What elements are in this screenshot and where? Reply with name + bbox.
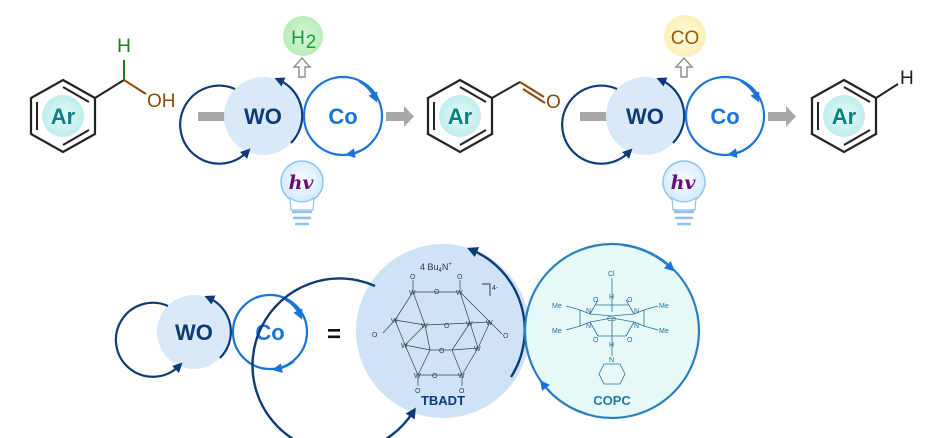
svg-text:O: O: [372, 332, 378, 339]
svg-text:W: W: [486, 320, 493, 327]
co-label-1: Co: [328, 104, 357, 129]
svg-text:W: W: [474, 346, 481, 353]
svg-text:W: W: [401, 343, 408, 350]
ar-label: Ar: [51, 104, 76, 129]
legend-co-cycle: [231, 293, 309, 371]
release-arrow-2: [674, 56, 694, 78]
reaction-arrow-4: [768, 106, 796, 127]
svg-text:W: W: [466, 321, 473, 328]
svg-text:Me: Me: [659, 328, 669, 335]
svg-text:O: O: [627, 337, 633, 344]
copc-label: COPC: [593, 393, 631, 408]
svg-text:O: O: [410, 274, 416, 281]
benzaldehyde: Ar O: [426, 78, 561, 154]
svg-text:H: H: [609, 294, 614, 301]
svg-text:O: O: [459, 388, 465, 395]
legend-wo-label: WO: [175, 320, 213, 345]
svg-text:N: N: [609, 357, 614, 364]
tbadt-charge: 4-: [492, 285, 499, 292]
ar-label: Ar: [448, 104, 473, 129]
light-bulb-icon: hv: [662, 160, 706, 226]
svg-text:O: O: [627, 297, 633, 304]
reaction-arrow-1: [198, 112, 226, 121]
svg-text:W: W: [414, 373, 421, 380]
hv-label-2: hv: [671, 172, 697, 194]
reaction-arrow-3: [580, 112, 608, 121]
co-cycle-2: [684, 75, 766, 157]
equals-sign: =: [327, 321, 341, 348]
benzyl-alcohol: Ar H OH: [29, 36, 176, 154]
svg-text:H: H: [609, 342, 614, 349]
co-gas-label: CO: [671, 28, 700, 49]
copc-atoms: Cl H O O Co N N N N Me Me Me Me O O H N: [552, 271, 669, 364]
tbadt-label: TBADT: [421, 393, 465, 408]
svg-text:O: O: [503, 333, 509, 340]
svg-text:O: O: [439, 348, 445, 355]
dual-catalyst-cycle-1: WO Co H 2 hv: [179, 16, 384, 226]
svg-text:W: W: [391, 318, 398, 325]
hydroxyl-label: OH: [147, 91, 176, 112]
svg-text:Cl: Cl: [608, 271, 615, 278]
tungsten-atoms: W W W W W W W W W W O O O O O O O O O O: [372, 274, 509, 395]
cobaloxime-structure: [565, 278, 659, 385]
release-arrow-1: [292, 56, 312, 78]
legend-wo-cycle: [157, 295, 231, 369]
svg-text:O: O: [434, 289, 440, 296]
svg-text:N: N: [586, 323, 591, 330]
arene-product: Ar H: [810, 68, 914, 154]
hydrogen-label: H: [117, 36, 131, 57]
co-label-2: Co: [710, 104, 739, 129]
svg-text:O: O: [432, 373, 438, 380]
wo-cycle-1: [224, 77, 302, 155]
co-gas-bubble: [664, 15, 706, 57]
svg-text:N: N: [634, 308, 639, 315]
h2-label: H: [291, 28, 305, 49]
h2-subscript: 2: [306, 32, 317, 53]
ar-badge: [823, 95, 865, 137]
svg-text:W: W: [458, 373, 465, 380]
svg-text:O: O: [593, 297, 599, 304]
ar-badge: [439, 95, 481, 137]
svg-text:O: O: [415, 388, 421, 395]
wo-cycle-2: [606, 77, 684, 155]
svg-text:N: N: [634, 323, 639, 330]
light-bulb-icon: hv: [280, 160, 324, 226]
svg-text:Me: Me: [552, 303, 562, 310]
svg-text:W: W: [456, 290, 463, 297]
counterion-label: 4 Bu4N+: [420, 262, 452, 274]
svg-text:Me: Me: [659, 303, 669, 310]
decatungstate-cage: [382, 280, 503, 386]
svg-text:O: O: [457, 274, 463, 281]
copc-catalyst: Cl H O O Co N N N N Me Me Me Me O O H N …: [523, 242, 701, 420]
tbadt-catalyst: 4 Bu4N+ 4-: [251, 244, 530, 438]
svg-text:Co: Co: [607, 316, 616, 323]
hydrogen-label: H: [900, 68, 914, 89]
hv-label-1: hv: [289, 172, 315, 194]
svg-text:N: N: [586, 308, 591, 315]
catalyst-legend: WO Co =: [114, 293, 341, 378]
svg-text:O: O: [593, 337, 599, 344]
tbadt-disc: [356, 244, 530, 418]
ar-badge: [42, 95, 84, 137]
carbonyl-oxygen-label: O: [546, 92, 561, 113]
h2-bubble: [283, 16, 323, 56]
svg-text:W: W: [421, 323, 428, 330]
dual-catalyst-cycle-2: WO Co CO hv: [561, 15, 766, 226]
reaction-arrow-2: [386, 106, 414, 127]
wo-label-1: WO: [244, 104, 282, 129]
svg-text:O: O: [444, 323, 450, 330]
svg-text:Me: Me: [552, 328, 562, 335]
wo-label-2: WO: [626, 104, 664, 129]
co-cycle-1: [302, 75, 384, 157]
ar-label: Ar: [832, 104, 857, 129]
svg-text:W: W: [409, 290, 416, 297]
